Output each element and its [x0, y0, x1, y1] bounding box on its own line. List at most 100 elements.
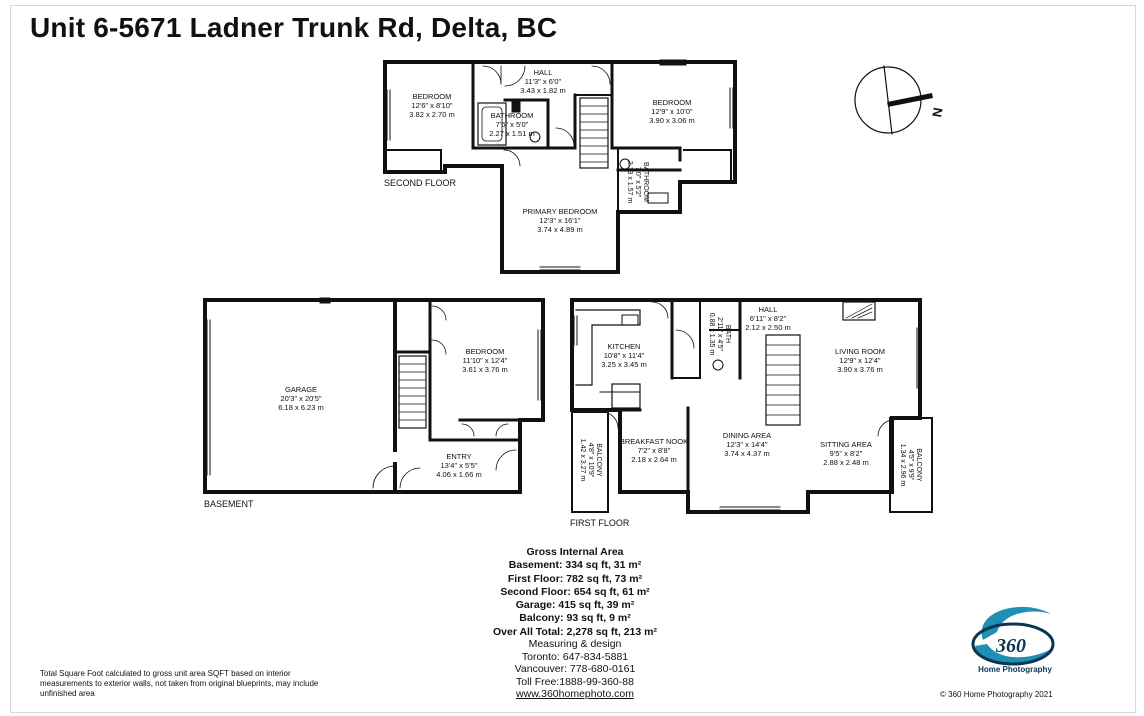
logo-360-home-photography: 360 Home Photography — [971, 606, 1055, 674]
compass-north-label: N — [929, 106, 945, 118]
svg-text:2.27 x 1.51 m: 2.27 x 1.51 m — [489, 129, 534, 138]
svg-text:4'8" x 10'9": 4'8" x 10'9" — [587, 443, 594, 478]
compass — [854, 65, 933, 135]
svg-text:12'3" x 14'4": 12'3" x 14'4" — [726, 440, 767, 449]
svg-text:6.18 x 6.23 m: 6.18 x 6.23 m — [278, 403, 323, 412]
svg-text:GARAGE: GARAGE — [285, 385, 317, 394]
svg-text:BALCONY: BALCONY — [595, 443, 602, 477]
contact-toll-free: Toll Free:1888-99-360-88 — [516, 675, 634, 688]
room-second-bedroom-left: BEDROOM 12'6" x 8'10" 3.82 x 2.70 m — [409, 92, 454, 119]
svg-text:2'11" x 4'5": 2'11" x 4'5" — [716, 317, 723, 351]
svg-text:2.12 x 2.50 m: 2.12 x 2.50 m — [745, 323, 790, 332]
room-second-bathroom-small: BATHROOM 7'0" x 5'2" 2.13 x 1.57 m — [626, 161, 649, 204]
area-balcony: Balcony: 93 sq ft, 9 m² — [519, 612, 631, 625]
basement-label: BASEMENT — [204, 499, 254, 509]
copyright-text: © 360 Home Photography 2021 — [940, 690, 1053, 699]
svg-text:3.61 x 3.76 m: 3.61 x 3.76 m — [462, 365, 507, 374]
svg-text:12'9" x 10'0": 12'9" x 10'0" — [651, 107, 692, 116]
first-floor-plan — [570, 298, 933, 514]
svg-text:3.25 x 3.45 m: 3.25 x 3.45 m — [601, 360, 646, 369]
svg-text:BEDROOM: BEDROOM — [653, 98, 692, 107]
disclaimer-text: Total Square Foot calculated to gross un… — [40, 669, 319, 699]
area-garage: Garage: 415 sq ft, 39 m² — [515, 599, 635, 612]
svg-text:2.13 x 1.57 m: 2.13 x 1.57 m — [626, 161, 633, 204]
svg-text:7'0" x 5'2": 7'0" x 5'2" — [634, 167, 641, 198]
svg-text:HALL: HALL — [534, 68, 553, 77]
svg-text:20'3" x 20'5": 20'3" x 20'5" — [280, 394, 321, 403]
room-kitchen: KITCHEN 10'8" x 11'4" 3.25 x 3.45 m — [601, 342, 646, 369]
first-floor-label: FIRST FLOOR — [570, 518, 630, 528]
svg-text:4'5" x 9'9": 4'5" x 9'9" — [907, 450, 914, 481]
svg-text:7'2" x 8'8": 7'2" x 8'8" — [638, 446, 671, 455]
area-first-floor: First Floor: 782 sq ft, 73 m² — [507, 572, 643, 585]
logo-text: Home Photography — [978, 665, 1052, 674]
svg-text:3.90 x 3.06 m: 3.90 x 3.06 m — [649, 116, 694, 125]
room-second-bathroom: BATHROOM 7'6" x 5'0" 2.27 x 1.51 m — [489, 111, 534, 138]
contact-info: Measuring & design Toronto: 647-834-5881… — [470, 638, 680, 701]
svg-text:SITTING AREA: SITTING AREA — [820, 440, 872, 449]
room-second-hall: HALL 11'3" x 6'0" 3.43 x 1.82 m — [520, 68, 565, 95]
svg-text:3.43 x 1.82 m: 3.43 x 1.82 m — [520, 86, 565, 95]
room-sitting-area: SITTING AREA 9'5" x 8'2" 2.88 x 2.48 m — [820, 440, 872, 467]
room-entry: ENTRY 13'4" x 5'5" 4.06 x 1.66 m — [436, 452, 481, 479]
svg-text:3.90 x 3.76 m: 3.90 x 3.76 m — [837, 365, 882, 374]
room-breakfast-nook: BREAKFAST NOOK 7'2" x 8'8" 2.18 x 2.64 m — [620, 437, 688, 464]
svg-text:BALCONY: BALCONY — [915, 448, 922, 482]
svg-text:BEDROOM: BEDROOM — [466, 347, 505, 356]
svg-text:9'5" x 8'2": 9'5" x 8'2" — [830, 449, 863, 458]
area-total: Over All Total: 2,278 sq ft, 213 m² — [493, 625, 657, 638]
svg-text:BREAKFAST NOOK: BREAKFAST NOOK — [620, 437, 688, 446]
room-dining-area: DINING AREA 12'3" x 14'4" 3.74 x 4.37 m — [723, 431, 771, 458]
svg-text:3.74 x 4.37 m: 3.74 x 4.37 m — [724, 449, 769, 458]
contact-toronto: Toronto: 647-834-5881 — [521, 650, 629, 663]
svg-text:0.88 x 1.35 m: 0.88 x 1.35 m — [708, 313, 715, 356]
svg-text:11'10" x 12'4": 11'10" x 12'4" — [463, 356, 508, 365]
svg-text:4.06 x 1.66 m: 4.06 x 1.66 m — [436, 470, 481, 479]
svg-text:3.82 x 2.70 m: 3.82 x 2.70 m — [409, 110, 454, 119]
second-floor-label: SECOND FLOOR — [384, 178, 457, 188]
svg-text:KITCHEN: KITCHEN — [608, 342, 641, 351]
website-link[interactable]: www.360homephoto.com — [516, 688, 634, 701]
svg-text:BATHROOM: BATHROOM — [491, 111, 534, 120]
property-title: Unit 6-5671 Ladner Trunk Rd, Delta, BC — [30, 12, 558, 43]
svg-text:PRIMARY BEDROOM: PRIMARY BEDROOM — [523, 207, 598, 216]
room-first-hall: HALL 6'11" x 8'2" 2.12 x 2.50 m — [745, 305, 790, 332]
svg-text:LIVING ROOM: LIVING ROOM — [835, 347, 885, 356]
svg-text:1.34 x 2.96 m: 1.34 x 2.96 m — [899, 444, 906, 487]
svg-text:10'8" x 11'4": 10'8" x 11'4" — [604, 351, 645, 360]
room-balcony-right: BALCONY 4'5" x 9'9" 1.34 x 2.96 m — [899, 444, 922, 487]
svg-text:12'6" x 8'10": 12'6" x 8'10" — [411, 101, 452, 110]
svg-text:BATHROOM: BATHROOM — [642, 162, 649, 202]
svg-text:7'6" x 5'0": 7'6" x 5'0" — [496, 120, 529, 129]
svg-text:11'3" x 6'0": 11'3" x 6'0" — [525, 77, 562, 86]
room-living-room: LIVING ROOM 12'9" x 12'4" 3.90 x 3.76 m — [835, 347, 885, 374]
svg-text:3.74 x 4.89 m: 3.74 x 4.89 m — [537, 225, 582, 234]
svg-text:BATH: BATH — [724, 325, 731, 343]
svg-text:BEDROOM: BEDROOM — [413, 92, 452, 101]
page-frame — [10, 5, 1136, 713]
svg-text:2.18 x 2.64 m: 2.18 x 2.64 m — [631, 455, 676, 464]
svg-text:13'4" x 5'5": 13'4" x 5'5" — [441, 461, 478, 470]
room-garage: GARAGE 20'3" x 20'5" 6.18 x 6.23 m — [278, 385, 323, 412]
contact-vancouver: Vancouver: 778-680-0161 — [514, 663, 636, 676]
svg-text:12'9" x 12'4": 12'9" x 12'4" — [839, 356, 880, 365]
room-basement-bedroom: BEDROOM 11'10" x 12'4" 3.61 x 3.76 m — [462, 347, 507, 374]
svg-text:DINING AREA: DINING AREA — [723, 431, 771, 440]
svg-text:6'11" x 8'2": 6'11" x 8'2" — [750, 314, 787, 323]
room-first-bath: BATH 2'11" x 4'5" 0.88 x 1.35 m — [708, 313, 731, 356]
room-balcony-left: BALCONY 4'8" x 10'9" 1.42 x 3.27 m — [579, 439, 602, 482]
svg-text:ENTRY: ENTRY — [446, 452, 471, 461]
logo-number: 360 — [995, 635, 1026, 657]
room-primary-bedroom: PRIMARY BEDROOM 12'3" x 16'1" 3.74 x 4.8… — [523, 207, 598, 234]
svg-text:2.88 x 2.48 m: 2.88 x 2.48 m — [823, 458, 868, 467]
area-second-floor: Second Floor: 654 sq ft, 61 m² — [500, 585, 650, 598]
gross-area-heading: Gross Internal Area — [526, 546, 624, 558]
second-floor-plan — [383, 59, 737, 274]
svg-text:12'3" x 16'1": 12'3" x 16'1" — [539, 216, 580, 225]
svg-text:HALL: HALL — [759, 305, 778, 314]
basement-plan — [203, 297, 545, 494]
room-second-bedroom-right: BEDROOM 12'9" x 10'0" 3.90 x 3.06 m — [649, 98, 694, 125]
svg-text:1.42 x 3.27 m: 1.42 x 3.27 m — [579, 439, 586, 482]
area-basement: Basement: 334 sq ft, 31 m² — [508, 559, 642, 572]
